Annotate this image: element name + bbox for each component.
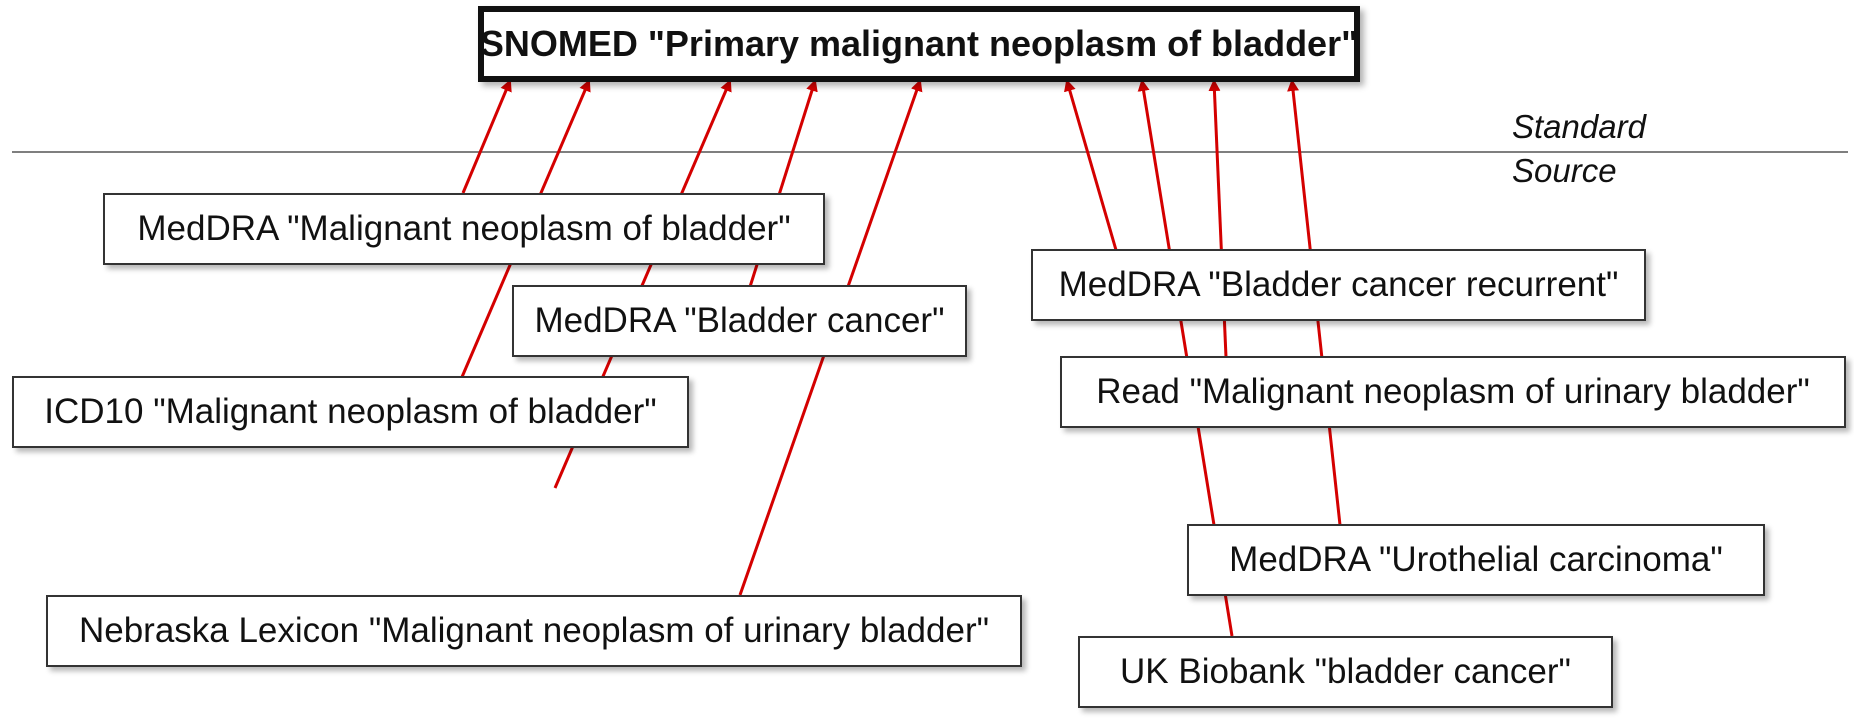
source-label-nebraska-lexicon: Nebraska Lexicon "Malignant neoplasm of …: [78, 611, 990, 650]
target-concept-label: SNOMED "Primary malignant neoplasm of bl…: [479, 23, 1359, 64]
source-box-uk-biobank: UK Biobank "bladder cancer": [1078, 636, 1613, 708]
source-label-meddra-urothelial-carcinoma: MedDRA "Urothelial carcinoma": [1229, 540, 1723, 579]
source-box-meddra-bladder-cancer-recurrent: MedDRA "Bladder cancer recurrent": [1031, 249, 1646, 321]
source-label-meddra-bladder-cancer: MedDRA "Bladder cancer": [534, 301, 945, 340]
source-label-read-malignant-neoplasm: Read "Malignant neoplasm of urinary blad…: [1096, 372, 1810, 411]
source-box-meddra-malignant-neoplasm: MedDRA "Malignant neoplasm of bladder": [103, 193, 825, 265]
source-box-meddra-bladder-cancer: MedDRA "Bladder cancer": [512, 285, 967, 357]
source-box-read-malignant-neoplasm: Read "Malignant neoplasm of urinary blad…: [1060, 356, 1846, 428]
standard-label: Standard: [1512, 108, 1646, 145]
source-label-meddra-bladder-cancer-recurrent: MedDRA "Bladder cancer recurrent": [1058, 265, 1619, 304]
source-label-meddra-malignant-neoplasm: MedDRA "Malignant neoplasm of bladder": [137, 209, 791, 248]
source-label: Source: [1512, 152, 1617, 189]
arrow-meddra-malignant-neoplasm: [461, 79, 512, 194]
arrow-meddra-bladder-cancer-recurrent: [1064, 79, 1118, 251]
target-concept-box: SNOMED "Primary malignant neoplasm of bl…: [478, 6, 1360, 82]
source-label-uk-biobank: UK Biobank "bladder cancer": [1120, 652, 1571, 691]
source-box-nebraska-lexicon: Nebraska Lexicon "Malignant neoplasm of …: [46, 595, 1022, 667]
source-box-icd10-malignant-neoplasm: ICD10 "Malignant neoplasm of bladder": [12, 376, 689, 448]
source-box-meddra-urothelial-carcinoma: MedDRA "Urothelial carcinoma": [1187, 524, 1765, 596]
source-label-icd10-malignant-neoplasm: ICD10 "Malignant neoplasm of bladder": [44, 392, 657, 431]
